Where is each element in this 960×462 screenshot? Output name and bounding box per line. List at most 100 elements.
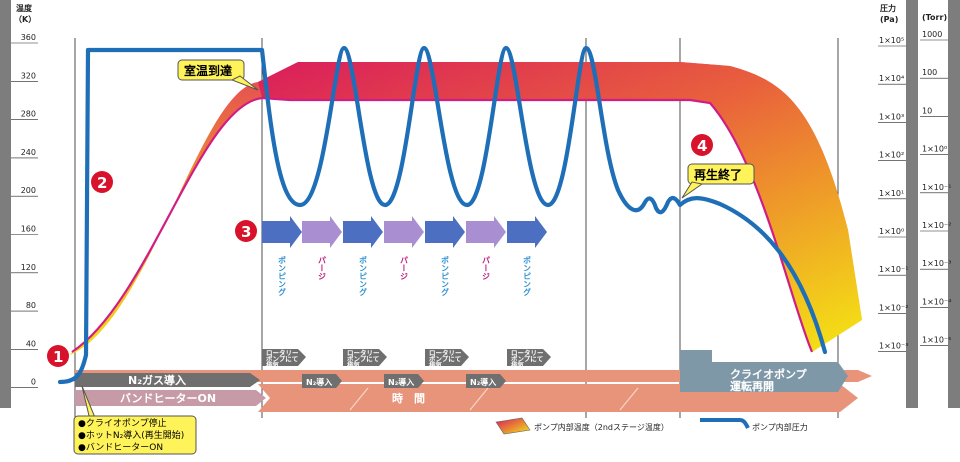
right-axis-pa-unit: (Pa) <box>880 15 898 24</box>
note-line-3: ●バンドヒーターON <box>78 442 163 453</box>
right-axis-pa-title: 圧力 <box>880 3 896 13</box>
left-tick-label: 0 <box>31 378 36 387</box>
legend-temp-swatch <box>495 417 531 435</box>
temperature-inner-line <box>71 96 814 353</box>
time-bar-stripe <box>619 387 639 411</box>
pressure-line <box>57 45 828 385</box>
pa-tick-label: 1×10⁻² <box>879 303 908 312</box>
time-bar-stripe <box>469 387 489 411</box>
time-label: 時 間 <box>392 391 425 405</box>
n2-gas-label: N₂ガス導入 <box>128 373 186 387</box>
rotary-pump-label: 排気 <box>347 360 361 369</box>
pa-tick-label: 1×10⁻¹ <box>879 265 908 274</box>
pa-tick-label: 1×10⁰ <box>879 227 904 236</box>
regen-done-callout-box <box>687 163 755 185</box>
legend-temp-label: ポンプ内部温度（2ndステージ温度） <box>534 422 669 432</box>
rotary-pump-label: 排気 <box>266 360 280 369</box>
pumping-arrow <box>343 216 383 248</box>
torr-tick-label: 1×10⁻⁵ <box>922 336 951 345</box>
torr-tick-label: 1×10⁰ <box>922 145 947 154</box>
pumping-label: ポンピング <box>359 255 368 297</box>
room-temp-callout-box <box>177 59 245 81</box>
pump-purge-labels: ポンピングパージポンピングパージポンピングパージポンピング <box>278 255 532 297</box>
note-box <box>73 415 197 455</box>
regen-done-callout: 再生終了 <box>694 167 742 182</box>
torr-tick-label: 1×10⁻² <box>922 221 951 230</box>
rotary-pump-arrow <box>262 349 306 366</box>
purge-label: パージ <box>318 255 327 280</box>
rotary-pump-label: ロータリー <box>347 348 380 357</box>
pa-tick-label: 1×10³ <box>879 112 904 121</box>
svg-text:1: 1 <box>53 348 63 366</box>
left-tick-label: 280 <box>21 110 36 119</box>
left-tick-label: 160 <box>21 225 36 234</box>
right-axis-pa-ticks: 1×10⁵ 1×10⁴ 1×10³ 1×10² 1×10¹ 1×10⁰ 1×10⁻¹ 1×10… <box>878 36 908 352</box>
pumping-label: ポンピング <box>523 255 532 297</box>
right-axis-bar-pa <box>906 0 918 408</box>
pa-tick-label: 1×10⁴ <box>879 74 904 83</box>
torr-tick-label: 1×10⁻⁴ <box>922 297 951 306</box>
left-tick-label: 120 <box>21 263 36 272</box>
rotary-pump-label: 排気 <box>429 360 443 369</box>
pa-tick-label: 1×10⁵ <box>879 36 904 45</box>
pa-tick-label: 1×10¹ <box>879 189 904 198</box>
temperature-band-top <box>258 62 862 352</box>
purge-arrow <box>302 216 342 248</box>
pa-tick-label: 1×10⁻³ <box>879 342 908 351</box>
legend-pressure-swatch <box>700 418 750 429</box>
marker-2: 2 <box>91 171 113 193</box>
left-tick-label: 40 <box>26 339 36 348</box>
cryo-restart-box <box>680 350 848 392</box>
cryo-restart-line1: クライオポンプ <box>730 367 808 381</box>
rotary-pump-label: ロータリー <box>266 348 299 357</box>
left-tick-label: 200 <box>21 186 36 195</box>
purge-arrow <box>466 216 506 248</box>
n2-intro-arrow <box>302 374 342 388</box>
room-temp-callout-tail <box>230 75 259 91</box>
torr-tick-label: 1000 <box>922 30 942 39</box>
rotary-pump-arrow <box>507 349 551 366</box>
marker-1: 1 <box>47 345 69 367</box>
torr-tick-label: 100 <box>922 68 937 77</box>
purge-arrow <box>384 216 424 248</box>
torr-tick-label: 1×10⁻¹ <box>922 183 951 192</box>
band-heater-label: バンドヒーターON <box>120 392 216 405</box>
svg-text:2: 2 <box>97 174 107 192</box>
time-bar-stripe <box>349 387 369 411</box>
band-heater-bar <box>75 390 266 406</box>
room-temp-callout: 室温到達 <box>184 63 232 78</box>
left-axis-bar <box>0 0 11 408</box>
n2-intro-arrow <box>466 374 506 388</box>
note-line-2: ●ホットN₂導入(再生開始) <box>78 429 184 441</box>
right-axis-bar-torr <box>948 0 960 408</box>
n2-intro-arrow <box>384 374 424 388</box>
torr-tick-label: 10 <box>922 106 932 115</box>
legend-pressure-label: ポンプ内部圧力 <box>752 422 808 432</box>
pa-tick-label: 1×10² <box>879 151 904 160</box>
rotary-pump-label: 排気 <box>511 360 525 369</box>
rotary-pump-arrows: ロータリーポンプにて排気ロータリーポンプにて排気ロータリーポンプにて排気ロータリ… <box>262 348 551 369</box>
cryo-restart-line2: 運転再開 <box>730 379 774 393</box>
rotary-pump-label: ポンプにて <box>347 354 379 363</box>
n2-gas-bar <box>75 373 260 387</box>
rotary-pump-label: ロータリー <box>511 348 544 357</box>
note-line-1: ●クライオポンプ停止 <box>78 417 167 429</box>
rotary-pump-label: ポンプにて <box>511 354 543 363</box>
rotary-pump-arrow <box>425 349 469 366</box>
left-tick-label: 360 <box>21 33 36 42</box>
pumping-arrow <box>507 216 547 248</box>
torr-tick-label: 1×10⁻³ <box>922 259 951 268</box>
rotary-pump-label: ポンプにて <box>266 354 298 363</box>
pumping-label: ポンピング <box>441 255 450 297</box>
rotary-pump-arrow <box>343 349 387 366</box>
pump-purge-arrows <box>262 216 547 248</box>
purge-label: パージ <box>482 255 491 280</box>
n2-intro-label: N₂導入 <box>388 377 414 387</box>
svg-text:4: 4 <box>697 137 707 155</box>
left-axis-unit: （K） <box>14 14 36 24</box>
left-tick-label: 240 <box>21 148 36 157</box>
purge-label: パージ <box>400 255 409 280</box>
regen-done-callout-tail <box>681 181 704 199</box>
